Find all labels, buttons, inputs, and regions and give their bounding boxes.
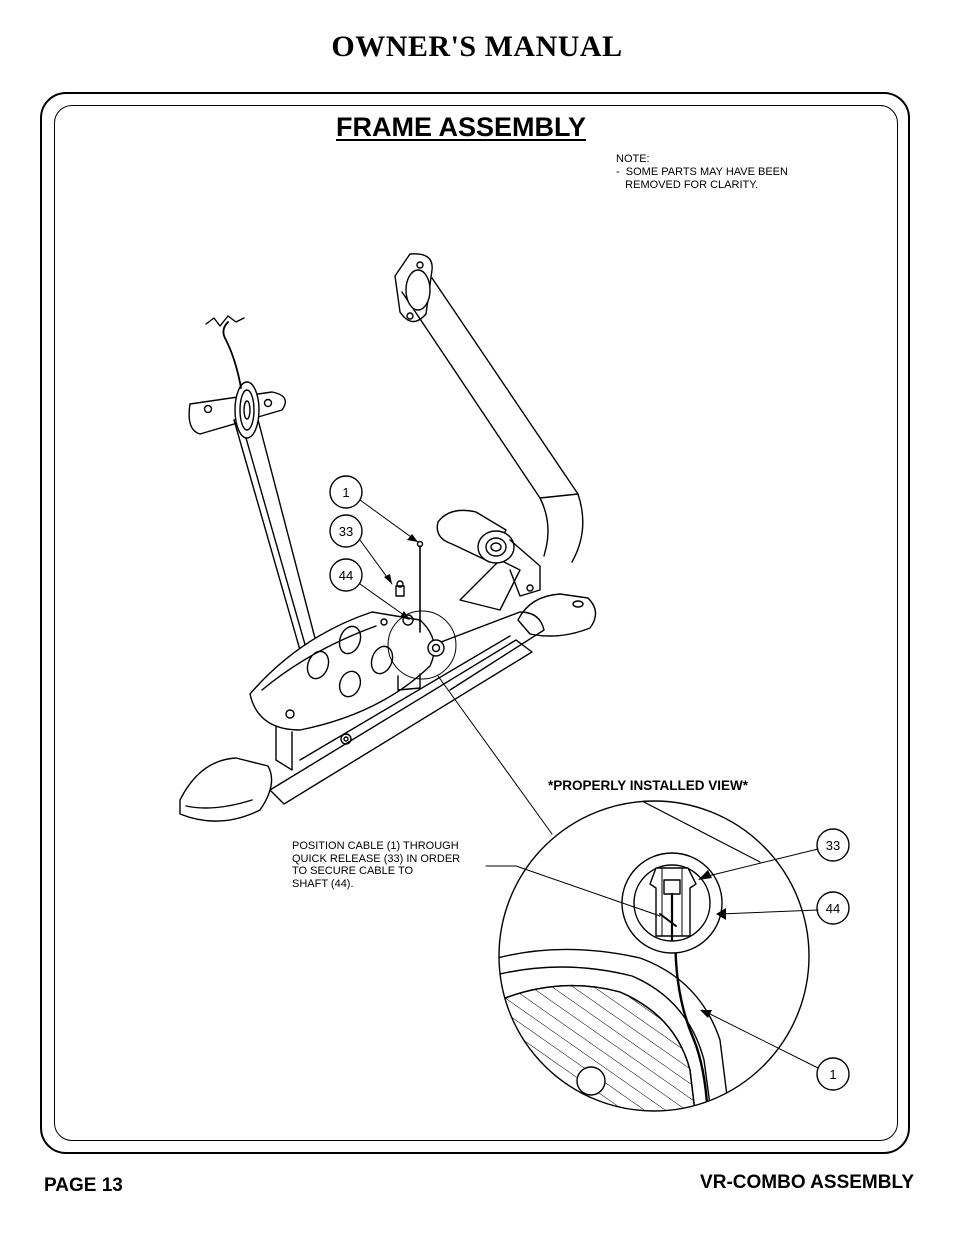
clarity-note: NOTE: - SOME PARTS MAY HAVE BEEN REMOVED… (616, 153, 788, 192)
front-handle-bar (394, 253, 584, 563)
roller-pad (436, 509, 541, 597)
page-border-outer (40, 92, 910, 1154)
note-line: REMOVED FOR CLARITY. (616, 179, 759, 191)
rear-upright (188, 315, 317, 651)
detail-callout-label: 44 (826, 901, 840, 916)
callout-bubble-33 (329, 514, 363, 548)
pivot-plate (249, 611, 445, 731)
callout-label: 33 (339, 524, 353, 539)
manual-title: OWNER'S MANUAL (331, 30, 623, 63)
front-foot-pad (517, 593, 597, 637)
page-border-inner (54, 105, 898, 1141)
detail-bubble-44 (816, 891, 850, 925)
main-frame-rail (179, 559, 545, 822)
instruction-line: SHAFT (44). (292, 877, 354, 890)
section-title: FRAME ASSEMBLY (335, 112, 587, 142)
callout-hardware (395, 540, 424, 633)
instruction-line: QUICK RELEASE (33) IN ORDER (292, 852, 461, 865)
detail-view (498, 800, 810, 1112)
note-line: NOTE: (616, 153, 650, 165)
detail-reference (387, 610, 553, 835)
cable-instruction: POSITION CABLE (1) THROUGH QUICK RELEASE… (292, 840, 460, 890)
detail-bubble-1 (816, 1057, 850, 1091)
product-name: VR-COMBO ASSEMBLY (700, 1172, 914, 1193)
main-callouts (329, 475, 419, 620)
detail-callout-label: 1 (829, 1067, 836, 1082)
instruction-line: POSITION CABLE (1) THROUGH (292, 840, 459, 852)
callout-bubble-44 (329, 558, 363, 592)
detail-callout-label: 33 (826, 838, 840, 853)
note-line: - SOME PARTS MAY HAVE BEEN (616, 166, 788, 178)
instruction-line: TO SECURE CABLE TO (292, 865, 414, 877)
callout-label: 44 (339, 568, 353, 583)
detail-callouts (485, 828, 850, 1091)
callout-bubble-1 (329, 475, 363, 509)
callout-label: 1 (342, 485, 349, 500)
detail-bubble-33 (816, 828, 850, 862)
page-number: PAGE 13 (44, 1175, 123, 1196)
detail-view-title: *PROPERLY INSTALLED VIEW* (548, 778, 749, 793)
